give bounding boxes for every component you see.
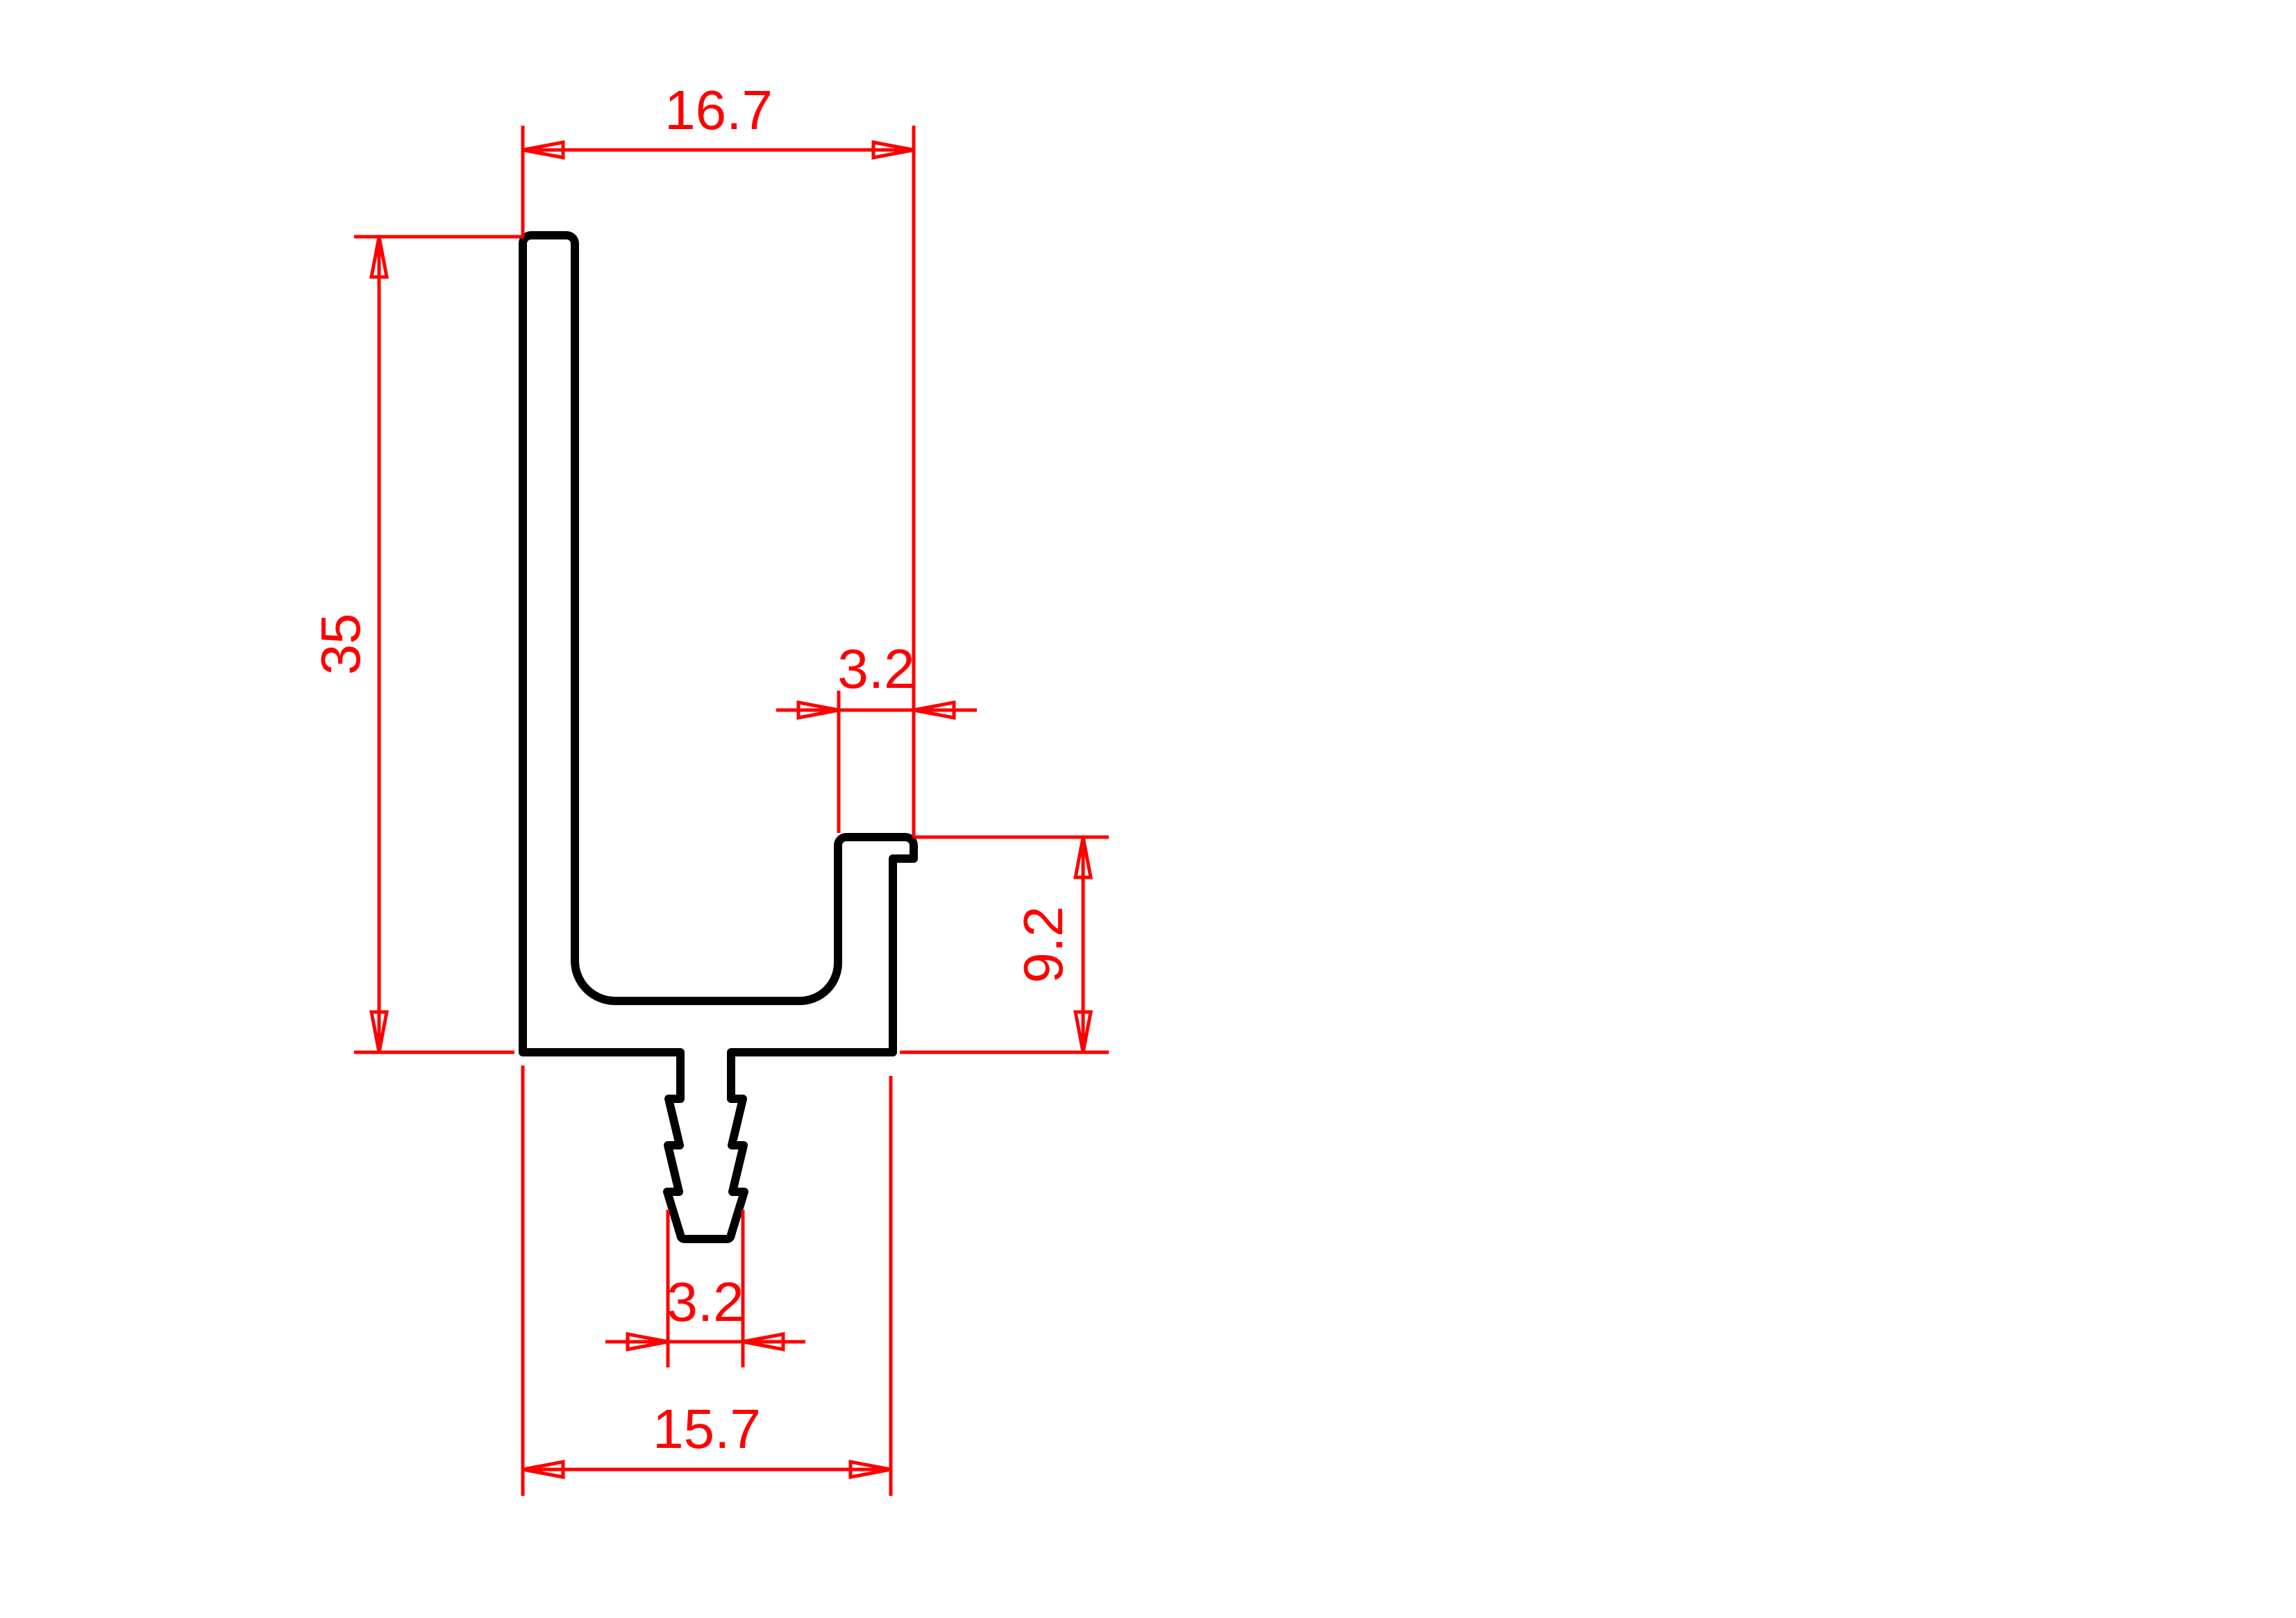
arrowheads	[796, 700, 956, 720]
arrowheads	[626, 1331, 785, 1352]
dimension-label: 3.2	[837, 638, 914, 700]
dim-bottom-width: 15.7	[521, 1065, 893, 1496]
arrowheads	[522, 1459, 891, 1480]
extension-lines	[900, 835, 1109, 1054]
dim-left-height: 35	[310, 235, 523, 1054]
dim-hook-wall-thickness: 3.2	[776, 638, 977, 833]
arrowheads	[369, 236, 389, 1053]
dim-stem-width: 3.2	[605, 1210, 805, 1367]
dimension-label: 16.7	[664, 79, 773, 141]
arrowheads	[1073, 836, 1093, 1053]
dimension-label: 15.7	[653, 1398, 761, 1460]
dim-top-width: 16.7	[521, 79, 916, 837]
dimension-label: 3.2	[667, 1271, 744, 1333]
extension-lines	[521, 126, 916, 837]
profile-outline	[519, 231, 918, 1243]
arrowheads	[522, 140, 914, 160]
extension-lines	[521, 1065, 893, 1496]
dimension-label: 9.2	[1012, 906, 1074, 983]
dim-right-height: 9.2	[900, 835, 1109, 1054]
dimension-label: 35	[310, 614, 371, 675]
